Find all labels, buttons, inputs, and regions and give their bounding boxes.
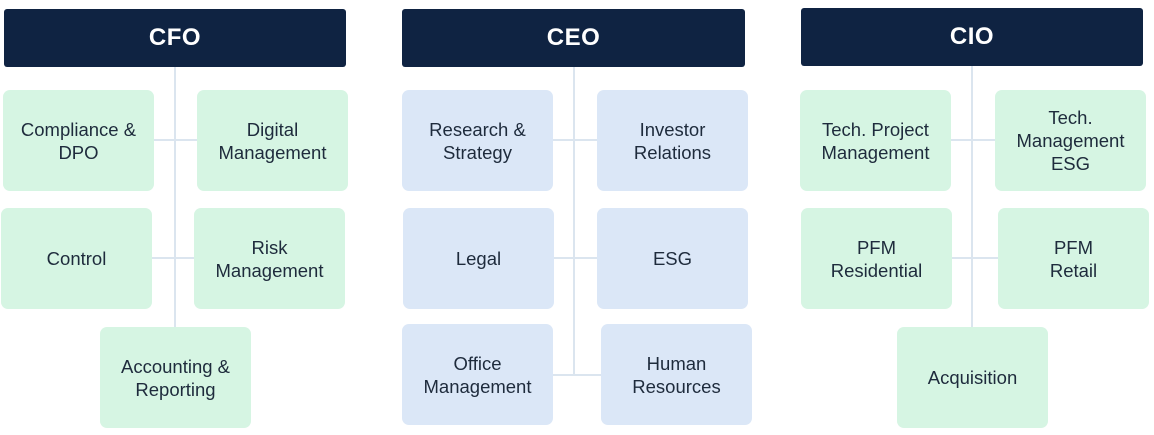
unit-digital-management: Digital Management xyxy=(197,90,348,191)
cio-title: CIO xyxy=(949,23,995,50)
cfo-header: CFO xyxy=(4,9,346,67)
unit-compliance-dpo: Compliance & DPO xyxy=(3,90,154,191)
cfo-branch-line-1 xyxy=(153,139,197,141)
unit-accounting-reporting: Accounting & Reporting xyxy=(100,327,251,428)
unit-legal: Legal xyxy=(403,208,554,309)
ceo-branch-line-1 xyxy=(553,139,597,141)
cfo-title: CFO xyxy=(148,24,202,51)
ceo-title: CEO xyxy=(546,24,601,51)
unit-investor-relations: Investor Relations xyxy=(597,90,748,191)
unit-tech-project-management: Tech. Project Management xyxy=(800,90,951,191)
unit-research-strategy: Research & Strategy xyxy=(402,90,553,191)
ceo-branch-line-2 xyxy=(554,257,597,259)
unit-pfm-residential: PFM Residential xyxy=(801,208,952,309)
ceo-branch-line-3 xyxy=(553,374,601,376)
cfo-branch-line-2 xyxy=(151,257,195,259)
ceo-trunk-line xyxy=(573,66,575,376)
cio-branch-line-1 xyxy=(951,139,995,141)
unit-human-resources: Human Resources xyxy=(601,324,752,425)
ceo-header: CEO xyxy=(402,9,745,67)
unit-tech-management-esg: Tech. Management ESG xyxy=(995,90,1146,191)
unit-acquisition: Acquisition xyxy=(897,327,1048,428)
unit-pfm-retail: PFM Retail xyxy=(998,208,1149,309)
cio-trunk-line xyxy=(971,64,973,328)
cio-header: CIO xyxy=(801,8,1143,66)
unit-control: Control xyxy=(1,208,152,309)
unit-esg: ESG xyxy=(597,208,748,309)
cfo-trunk-line xyxy=(174,66,176,328)
unit-office-management: Office Management xyxy=(402,324,553,425)
cio-branch-line-2 xyxy=(952,257,998,259)
unit-risk-management: Risk Management xyxy=(194,208,345,309)
